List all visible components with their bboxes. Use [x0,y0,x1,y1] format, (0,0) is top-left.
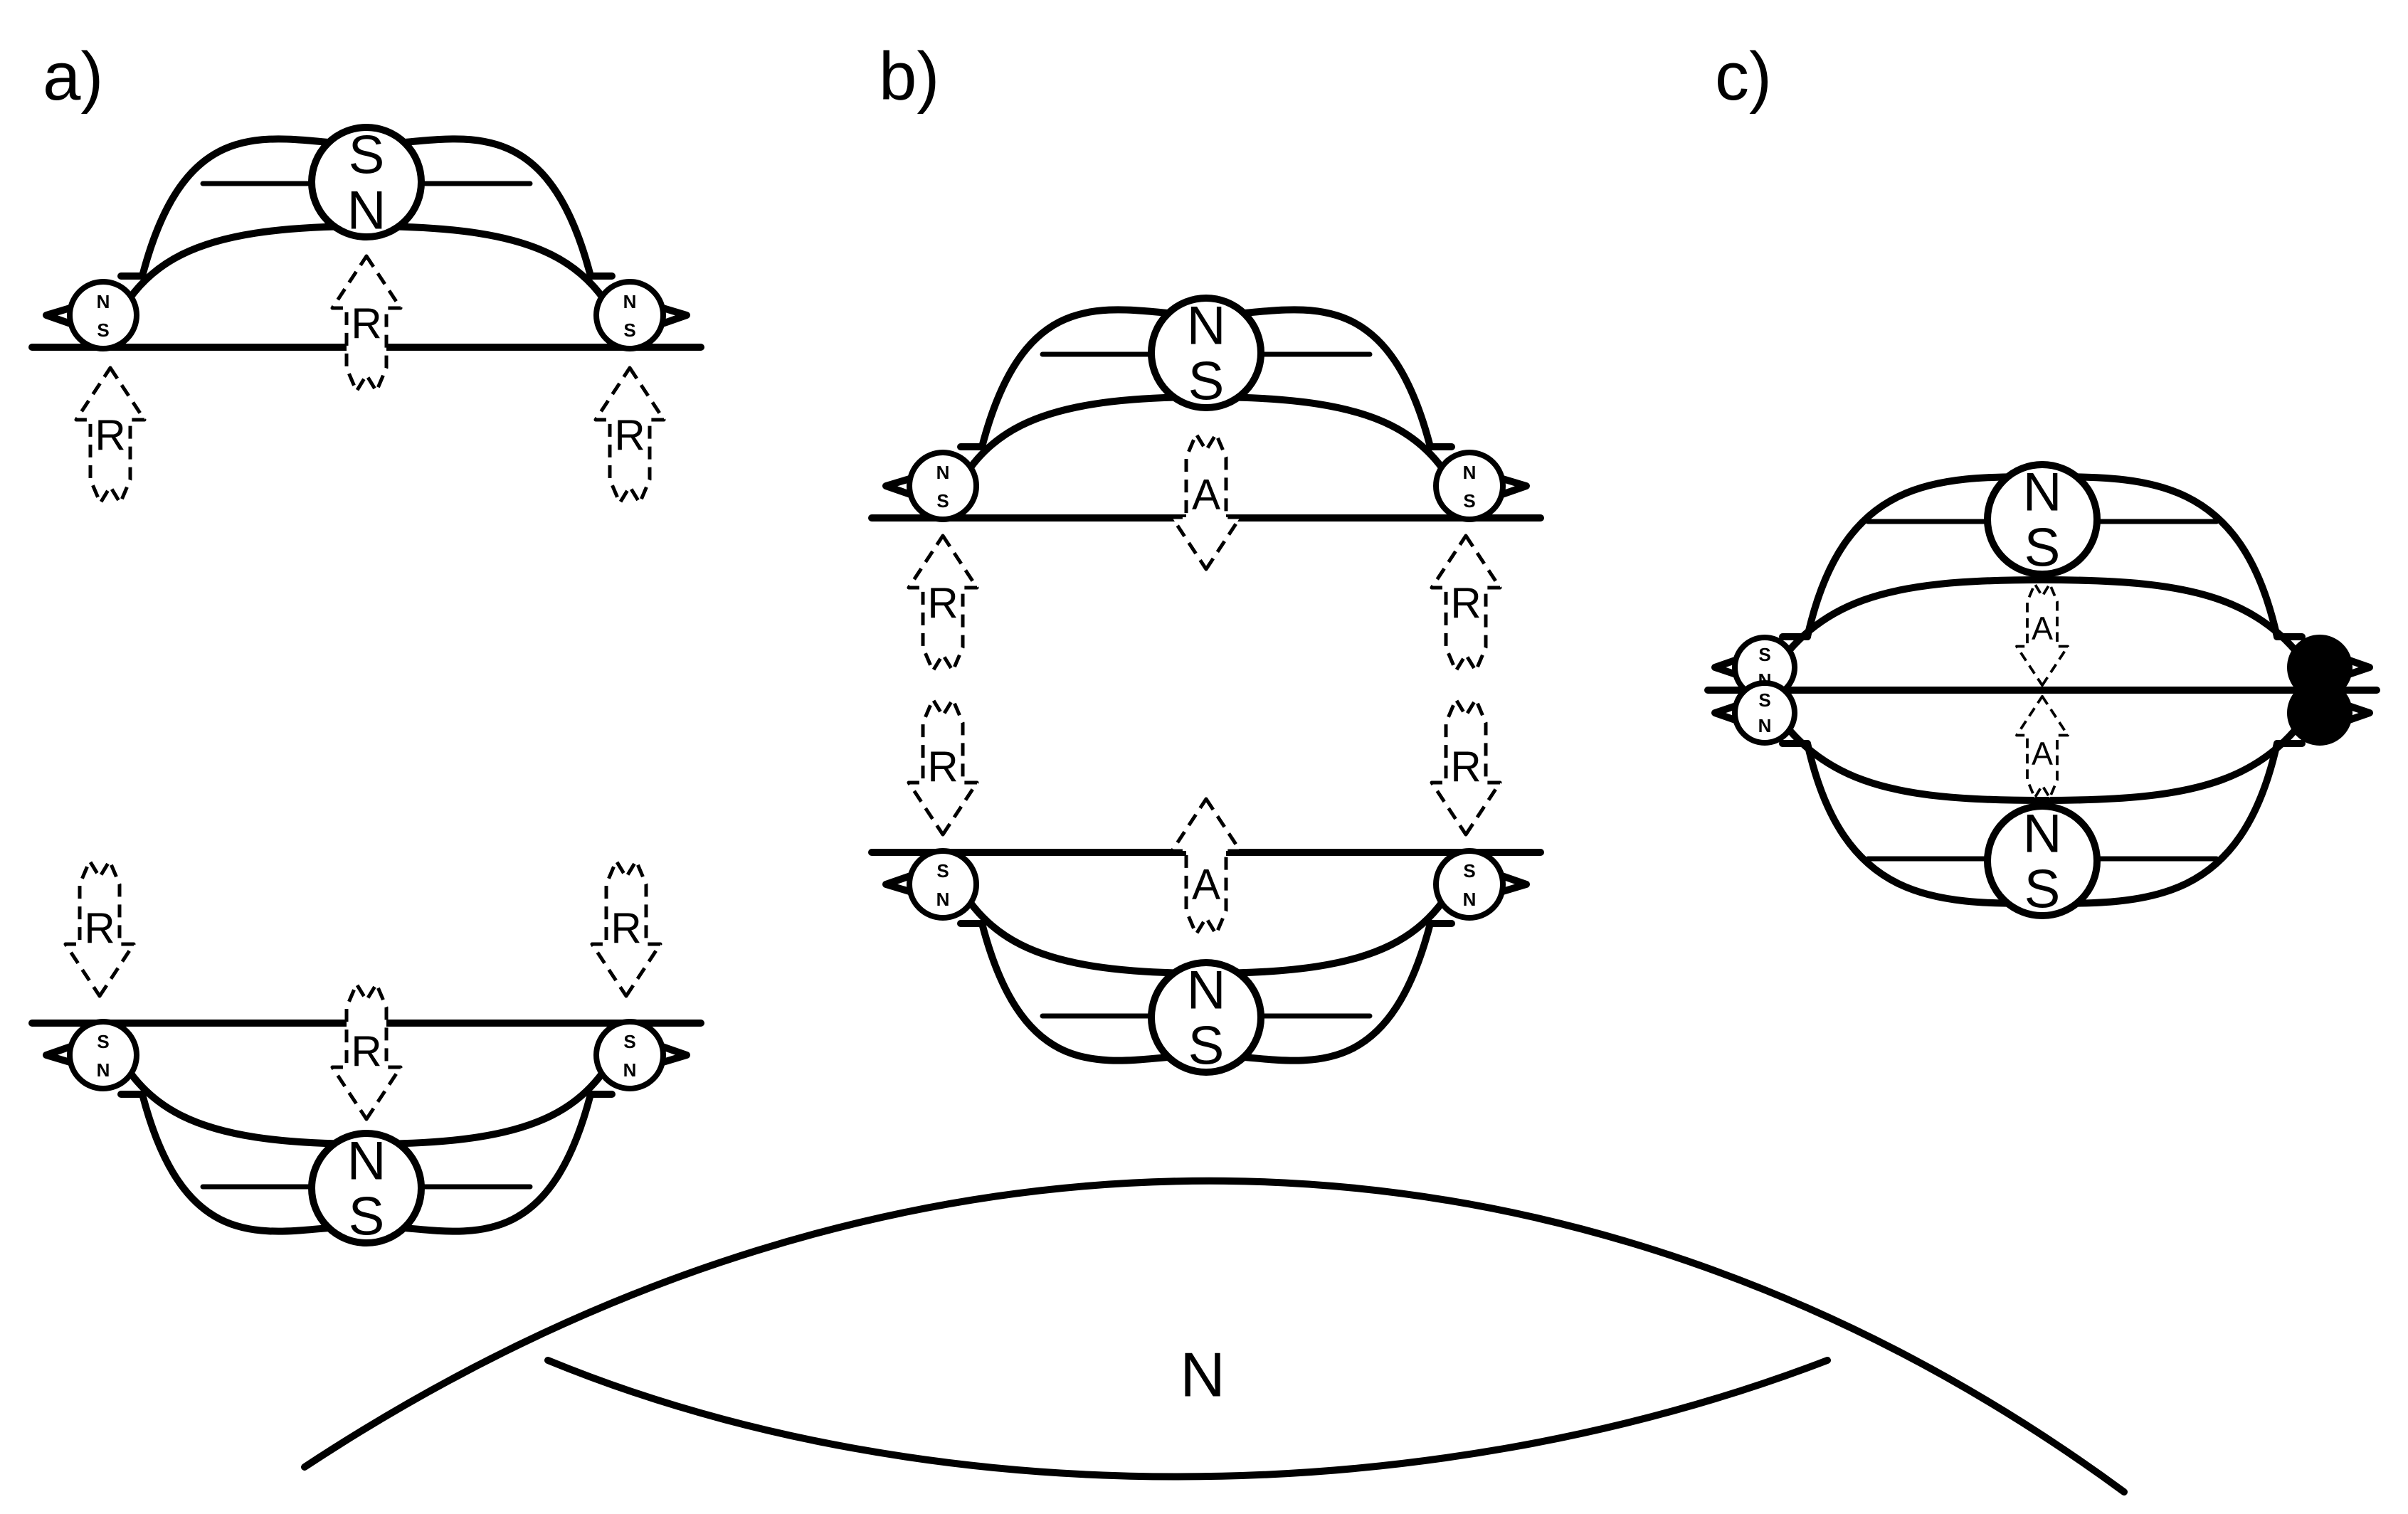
attraction-arrow: A [1172,799,1240,934]
pole-label-small: N [97,1059,110,1081]
force-label: R [95,412,125,460]
panel-a-label: a) [43,38,103,115]
pole-label-small: N [1463,462,1477,483]
force-label: R [927,743,958,791]
panel-c-label: c) [1715,38,1772,115]
pole-label-small: S [97,1031,109,1052]
force-label: R [1450,743,1481,791]
force-label: R [351,300,381,348]
pole-label-upper: S [349,125,385,186]
force-label: R [351,1028,381,1076]
attraction-arrow: A [1172,434,1240,569]
panel-b-bottom-magnet: N S S N S N [872,848,1541,1076]
pole-label-small: S [936,860,949,882]
repulsion-arrow: R [596,368,664,503]
repulsion-arrow: R [909,536,977,671]
force-label: R [614,412,645,460]
right-pole-circle [2287,680,2352,746]
right-pole-circle [1433,848,1506,921]
force-label: A [1192,471,1220,519]
attraction-arrow: A [2015,694,2069,800]
center-pole-circle [1148,959,1264,1076]
pole-label-small: N [97,291,110,312]
panel-b: b) N S N S N S A R R R [872,38,1541,1076]
panel-b-label: b) [879,38,939,115]
pole-label-small: N [936,889,950,910]
panel-c-upper-magnet: N S S N [1704,461,2380,700]
force-label: A [2032,736,2053,772]
pole-label-lower: S [1188,351,1225,412]
center-pole-circle [1984,461,2101,578]
panel-c-lower-magnet: N S S N [1711,680,2373,920]
left-pole-circle [907,848,979,921]
pole-label-upper: N [2023,462,2062,523]
pole-label-small: N [623,291,637,312]
center-pole-circle [1984,803,2101,919]
pole-label-lower: S [1188,1016,1225,1076]
pole-label-small: N [936,462,950,483]
pole-label-upper: N [2023,804,2062,864]
repulsion-arrow: R [332,984,401,1119]
attraction-arrow: A [2015,582,2069,687]
force-label: A [1192,861,1220,909]
right-pole-circle [593,1019,666,1091]
force-label: R [84,905,115,953]
repulsion-arrow: R [592,861,660,996]
pole-label-small: S [97,319,109,341]
pole-label-small: N [1758,715,1772,736]
pole-label-lower: S [349,1187,385,1247]
left-pole-circle [907,450,979,522]
right-pole-circle [1433,450,1506,522]
pole-label-small: S [1758,644,1770,665]
force-label: R [611,905,641,953]
right-pole-circle [593,279,666,351]
pole-label-upper: N [347,1131,386,1192]
panel-a-bottom-magnet: N S S N S N [32,1019,701,1247]
repulsion-arrow: R [1432,536,1500,671]
left-pole-circle [67,1019,139,1091]
force-label: R [927,580,958,628]
pole-label-lower: S [2024,518,2061,578]
left-pole-circle [1732,680,1797,746]
force-label: A [2032,610,2053,647]
center-pole-circle [308,124,425,240]
pole-label-small: S [623,319,635,341]
panel-b-top-magnet: N S N S N S [872,295,1541,522]
center-pole-circle [1148,295,1264,411]
pole-label-lower: S [2024,859,2061,920]
panel-a: a) S N N S N S R R R [32,38,701,1247]
panel-c: c) N S S N A [1704,38,2380,920]
repulsion-arrow: R [332,256,401,391]
pole-label-small: N [1463,889,1477,910]
pole-label-small: S [1758,689,1770,711]
repulsion-arrow: R [1432,699,1500,835]
pole-label-small: S [623,1031,635,1052]
field-pole-label: N [1180,1340,1225,1410]
pole-label-upper: N [1187,960,1226,1021]
pole-label-small: S [1463,860,1475,882]
pole-label-small: S [1463,490,1475,512]
pole-label-small: S [936,490,949,512]
pole-label-upper: N [1187,296,1226,356]
field-pole: N [301,1177,2128,1496]
repulsion-arrow: R [76,368,144,503]
force-label: R [1450,580,1481,628]
repulsion-arrow: R [65,861,134,996]
panel-a-top-magnet: S N N S N S [32,124,701,351]
left-pole-circle [67,279,139,351]
repulsion-arrow: R [909,699,977,835]
pole-label-small: N [623,1059,637,1081]
center-pole-circle [308,1130,425,1246]
pole-label-lower: N [347,181,386,241]
